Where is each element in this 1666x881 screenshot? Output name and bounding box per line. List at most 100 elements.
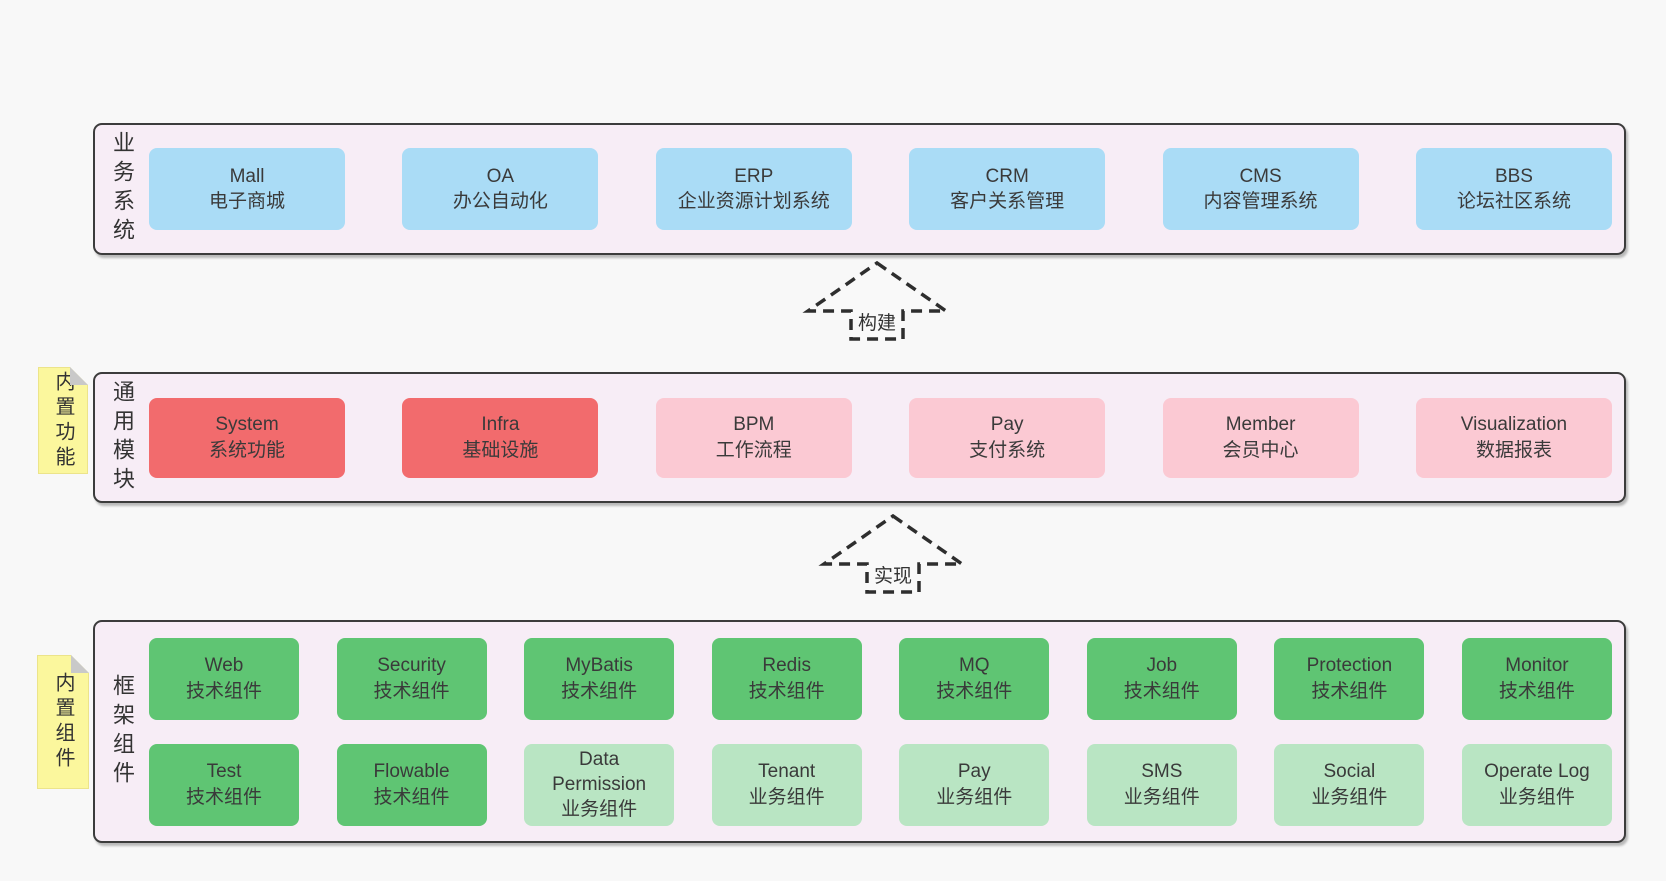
layer-label-modules: 通用模块: [95, 374, 149, 501]
up-arrow-shape: [802, 261, 952, 341]
components-boxes-area: Web 技术组件 Security 技术组件 MyBatis 技术组件 Redi…: [149, 622, 1624, 841]
box-visualization: Visualization 数据报表: [1415, 397, 1612, 478]
box-monitor: Monitor 技术组件: [1461, 637, 1612, 720]
box-title: Job: [1146, 655, 1178, 677]
box-title: CMS: [1239, 165, 1282, 187]
box-sms: SMS 业务组件: [1086, 743, 1237, 826]
box-title: MQ: [958, 655, 990, 677]
arrow-label-build: 构建: [854, 308, 900, 335]
up-arrow-implement: 实现: [818, 514, 968, 594]
components-row-1: Web 技术组件 Security 技术组件 MyBatis 技术组件 Redi…: [149, 637, 1612, 720]
box-subtitle: 技术组件: [936, 680, 1013, 702]
box-infra: Infra 基础设施: [402, 397, 599, 478]
box-subtitle: 内容管理系统: [1203, 191, 1318, 212]
box-subtitle: 技术组件: [748, 680, 825, 702]
box-subtitle: 技术组件: [373, 680, 450, 702]
box-title: MyBatis: [565, 655, 633, 677]
up-arrow-shape: [818, 514, 968, 594]
layer-label-business: 业务系统: [95, 125, 149, 253]
box-pay-component: Pay 业务组件: [899, 743, 1050, 826]
sticky-note-builtin-features: 内置功能: [38, 367, 88, 474]
box-redis: Redis 技术组件: [711, 637, 862, 720]
box-title: Social: [1323, 761, 1376, 783]
box-mq: MQ 技术组件: [899, 637, 1050, 720]
box-subtitle: 企业资源计划系统: [677, 191, 830, 212]
box-title: SMS: [1141, 761, 1183, 783]
box-web: Web 技术组件: [149, 637, 299, 720]
common-modules-layer: 通用模块 System 系统功能 Infra 基础设施 BPM 工作流程 Pay…: [93, 372, 1626, 503]
box-subtitle: 业务组件: [1311, 786, 1388, 808]
layer-label-text: 业务系统: [110, 131, 135, 247]
box-subtitle: 论坛社区系统: [1456, 191, 1571, 212]
business-systems-layer: 业务系统 Mall 电子商城 OA 办公自动化 ERP 企业资源计划系统 CRM…: [93, 123, 1626, 255]
box-title: Flowable: [373, 761, 450, 783]
box-title: Pay: [990, 414, 1024, 436]
box-oa: OA 办公自动化: [402, 148, 599, 230]
layer-label-components: 框架组件: [95, 622, 149, 841]
box-subtitle: 基础设施: [462, 439, 539, 461]
box-subtitle: 技术组件: [185, 680, 262, 702]
arrow-label-implement: 实现: [870, 561, 916, 588]
sticky-note-text: 内置功能: [52, 370, 74, 471]
box-subtitle: 技术组件: [373, 786, 450, 808]
box-crm: CRM 客户关系管理: [909, 148, 1106, 230]
box-bbs: BBS 论坛社区系统: [1415, 148, 1612, 230]
box-subtitle: 技术组件: [1123, 680, 1200, 702]
box-subtitle: 业务组件: [1123, 786, 1200, 808]
box-subtitle: 工作流程: [715, 439, 792, 461]
box-title: Visualization: [1460, 414, 1568, 436]
box-title: Security: [377, 655, 446, 677]
box-title: Tenant: [758, 761, 816, 783]
box-tenant: Tenant 业务组件: [711, 743, 862, 826]
box-subtitle: 业务组件: [1498, 786, 1575, 808]
components-row-2: Test 技术组件 Flowable 技术组件 Data Permission …: [149, 743, 1612, 826]
box-title: OA: [486, 165, 515, 187]
box-cms: CMS 内容管理系统: [1162, 148, 1359, 230]
box-subtitle: 会员中心: [1222, 439, 1299, 461]
up-arrow-build: 构建: [802, 261, 952, 341]
box-subtitle: 电子商城: [208, 191, 285, 212]
box-system: System 系统功能: [149, 397, 345, 478]
box-member: Member 会员中心: [1162, 397, 1359, 478]
box-title: Operate Log: [1484, 761, 1590, 783]
box-test: Test 技术组件: [149, 743, 299, 826]
box-subtitle: 技术组件: [185, 786, 262, 808]
box-subtitle: 办公自动化: [452, 191, 548, 212]
box-title: Pay: [957, 761, 991, 783]
box-subtitle: 业务组件: [936, 786, 1013, 808]
box-security: Security 技术组件: [336, 637, 487, 720]
layer-label-text: 通用模块: [110, 379, 135, 496]
box-flowable: Flowable 技术组件: [336, 743, 487, 826]
box-title: CRM: [985, 165, 1029, 187]
box-data-permission: Data Permission 业务组件: [524, 743, 675, 826]
box-mall: Mall 电子商城: [149, 148, 345, 230]
box-subtitle: 数据报表: [1475, 439, 1552, 461]
box-erp: ERP 企业资源计划系统: [655, 148, 852, 230]
box-title: BBS: [1494, 165, 1533, 187]
box-title: Test: [206, 761, 242, 783]
framework-components-layer: 框架组件 Web 技术组件 Security 技术组件 MyBatis 技术组件…: [93, 620, 1626, 843]
box-operate-log: Operate Log 业务组件: [1461, 743, 1612, 826]
box-title: Data Permission: [552, 748, 647, 795]
box-title: Monitor: [1505, 655, 1569, 677]
box-title: System: [215, 414, 279, 436]
box-subtitle: 业务组件: [748, 786, 825, 808]
box-title: ERP: [734, 165, 774, 187]
folded-corner-icon: [70, 367, 88, 385]
box-protection: Protection 技术组件: [1274, 637, 1425, 720]
box-subtitle: 支付系统: [969, 439, 1046, 461]
box-title: Redis: [762, 655, 811, 677]
box-mybatis: MyBatis 技术组件: [524, 637, 675, 720]
sticky-note-builtin-components: 内置组件: [37, 655, 89, 789]
box-title: Infra: [481, 414, 520, 436]
box-subtitle: 技术组件: [1311, 680, 1388, 702]
layer-label-text: 框架组件: [110, 673, 135, 790]
sticky-note-text: 内置组件: [52, 672, 74, 772]
box-title: Protection: [1306, 655, 1393, 677]
box-subtitle: 系统功能: [208, 439, 285, 461]
modules-boxes-row: System 系统功能 Infra 基础设施 BPM 工作流程 Pay 支付系统…: [149, 374, 1624, 501]
box-subtitle: 业务组件: [561, 799, 638, 821]
box-subtitle: 客户关系管理: [950, 191, 1065, 212]
box-job: Job 技术组件: [1086, 637, 1237, 720]
